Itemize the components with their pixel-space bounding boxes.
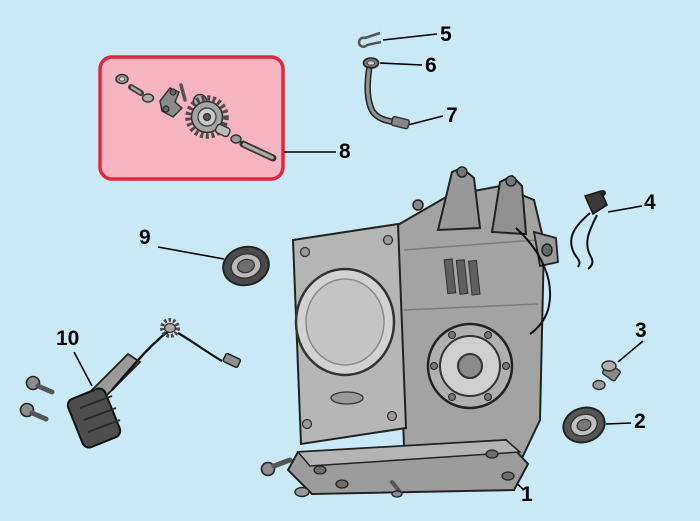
leader-line-7 [403, 115, 444, 127]
part-5-cotter-pin [357, 31, 382, 48]
part-label-7: 7 [446, 104, 458, 127]
part-8-governor-gear-assembly [115, 73, 277, 162]
part-label-2: 2 [634, 410, 646, 433]
part-label-1: 1 [521, 483, 533, 506]
part-label-9: 9 [139, 226, 151, 249]
part-label-3: 3 [635, 319, 647, 342]
part-label-6: 6 [425, 54, 437, 77]
part-7-governor-arm [364, 66, 411, 130]
leader-line-2 [605, 422, 632, 425]
part-1-crankcase [260, 166, 559, 498]
part-2-oil-seal [562, 406, 606, 444]
part-10-ignition-coil-assembly [19, 318, 242, 449]
leader-line-5 [382, 33, 438, 41]
leader-line-6 [379, 62, 423, 66]
part-label-5: 5 [440, 23, 452, 46]
part-4-wire-clip [570, 190, 608, 270]
part-label-8: 8 [339, 140, 351, 163]
part-9-oil-seal [222, 245, 270, 287]
leader-lines [73, 33, 644, 491]
leader-line-3 [617, 340, 644, 363]
leader-line-9 [157, 246, 225, 260]
leader-line-4 [607, 205, 643, 213]
part-label-10: 10 [56, 327, 80, 350]
leader-line-10 [73, 351, 93, 387]
part-6-washer [362, 57, 380, 69]
part-label-4: 4 [644, 191, 656, 214]
part-3-plug-bolt [592, 360, 621, 391]
